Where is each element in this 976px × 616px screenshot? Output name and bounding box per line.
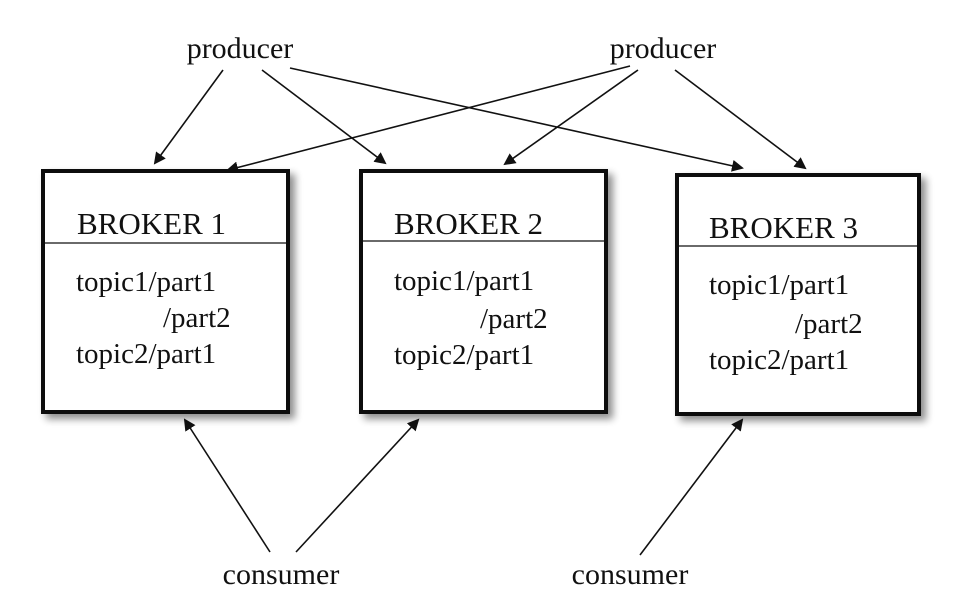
edge-producer2-broker3: [674, 69, 807, 170]
broker-1-line-1: topic1/part1: [76, 266, 216, 298]
producer-2-label: producer: [610, 32, 717, 65]
consumer-2-label: consumer: [572, 558, 689, 591]
broker-3-line-1: topic1/part1: [709, 269, 849, 301]
broker-3-line-3: topic2/part1: [709, 344, 849, 376]
edge-producer1-broker2: [261, 69, 387, 165]
edge-consumer1-broker2: [295, 418, 420, 553]
broker-2-box: BROKER 2 topic1/part1 /part2 topic2/part…: [359, 169, 608, 414]
broker-1-box: BROKER 1 topic1/part1 /part2 topic2/part…: [41, 169, 290, 414]
broker-1-title: BROKER 1: [77, 206, 226, 241]
broker-3-line-2: /part2: [795, 308, 863, 340]
broker-2-line-2: /part2: [480, 303, 548, 335]
edge-producer1-broker1: [153, 69, 224, 165]
edge-producer2-broker2: [503, 69, 639, 166]
broker-2-title: BROKER 2: [394, 206, 543, 241]
consumer-1-label: consumer: [223, 558, 340, 591]
broker-1-line-2: /part2: [163, 302, 231, 334]
edges: [153, 65, 807, 556]
edge-consumer2-broker3: [639, 418, 744, 556]
broker-3-box: BROKER 3 topic1/part1 /part2 topic2/part…: [675, 173, 921, 416]
edge-consumer1-broker1: [183, 418, 271, 553]
broker-1-line-3: topic2/part1: [76, 338, 216, 370]
edge-producer1-broker3: [289, 67, 744, 172]
edge-producer2-broker1: [226, 65, 631, 174]
producer-1-label: producer: [187, 32, 294, 65]
broker-3-title: BROKER 3: [709, 210, 858, 245]
broker-2-line-1: topic1/part1: [394, 265, 534, 297]
broker-2-line-3: topic2/part1: [394, 339, 534, 371]
